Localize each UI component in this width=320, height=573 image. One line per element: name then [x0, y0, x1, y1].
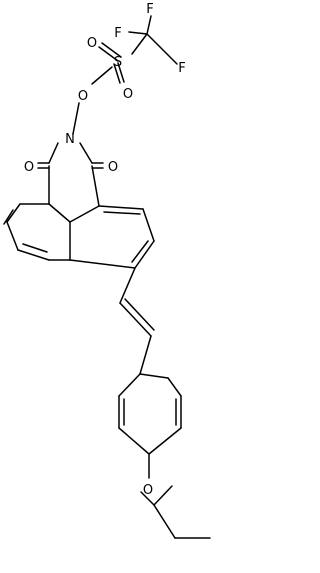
atom-labels: F F F S O O O N O O O — [24, 2, 186, 498]
atom-label-o-bridge: O — [78, 89, 88, 104]
atom-label-f-right: F — [178, 61, 185, 76]
atom-label-o-carbonyl-left: O — [24, 160, 34, 175]
atom-label-o-ether: O — [143, 483, 153, 498]
bond-lines — [3, 15, 211, 539]
atom-label-o-carbonyl-right: O — [108, 160, 118, 175]
atom-label-s: S — [114, 55, 122, 70]
chemical-structure-diagram: F F F S O O O N O O O — [3, 2, 211, 539]
atom-label-f-left: F — [114, 26, 121, 41]
atom-label-n: N — [65, 132, 75, 147]
atom-label-f-top: F — [146, 2, 153, 17]
atom-label-o-sulfonyl-left: O — [87, 36, 97, 51]
atom-label-o-sulfonyl-bottom: O — [123, 87, 133, 102]
